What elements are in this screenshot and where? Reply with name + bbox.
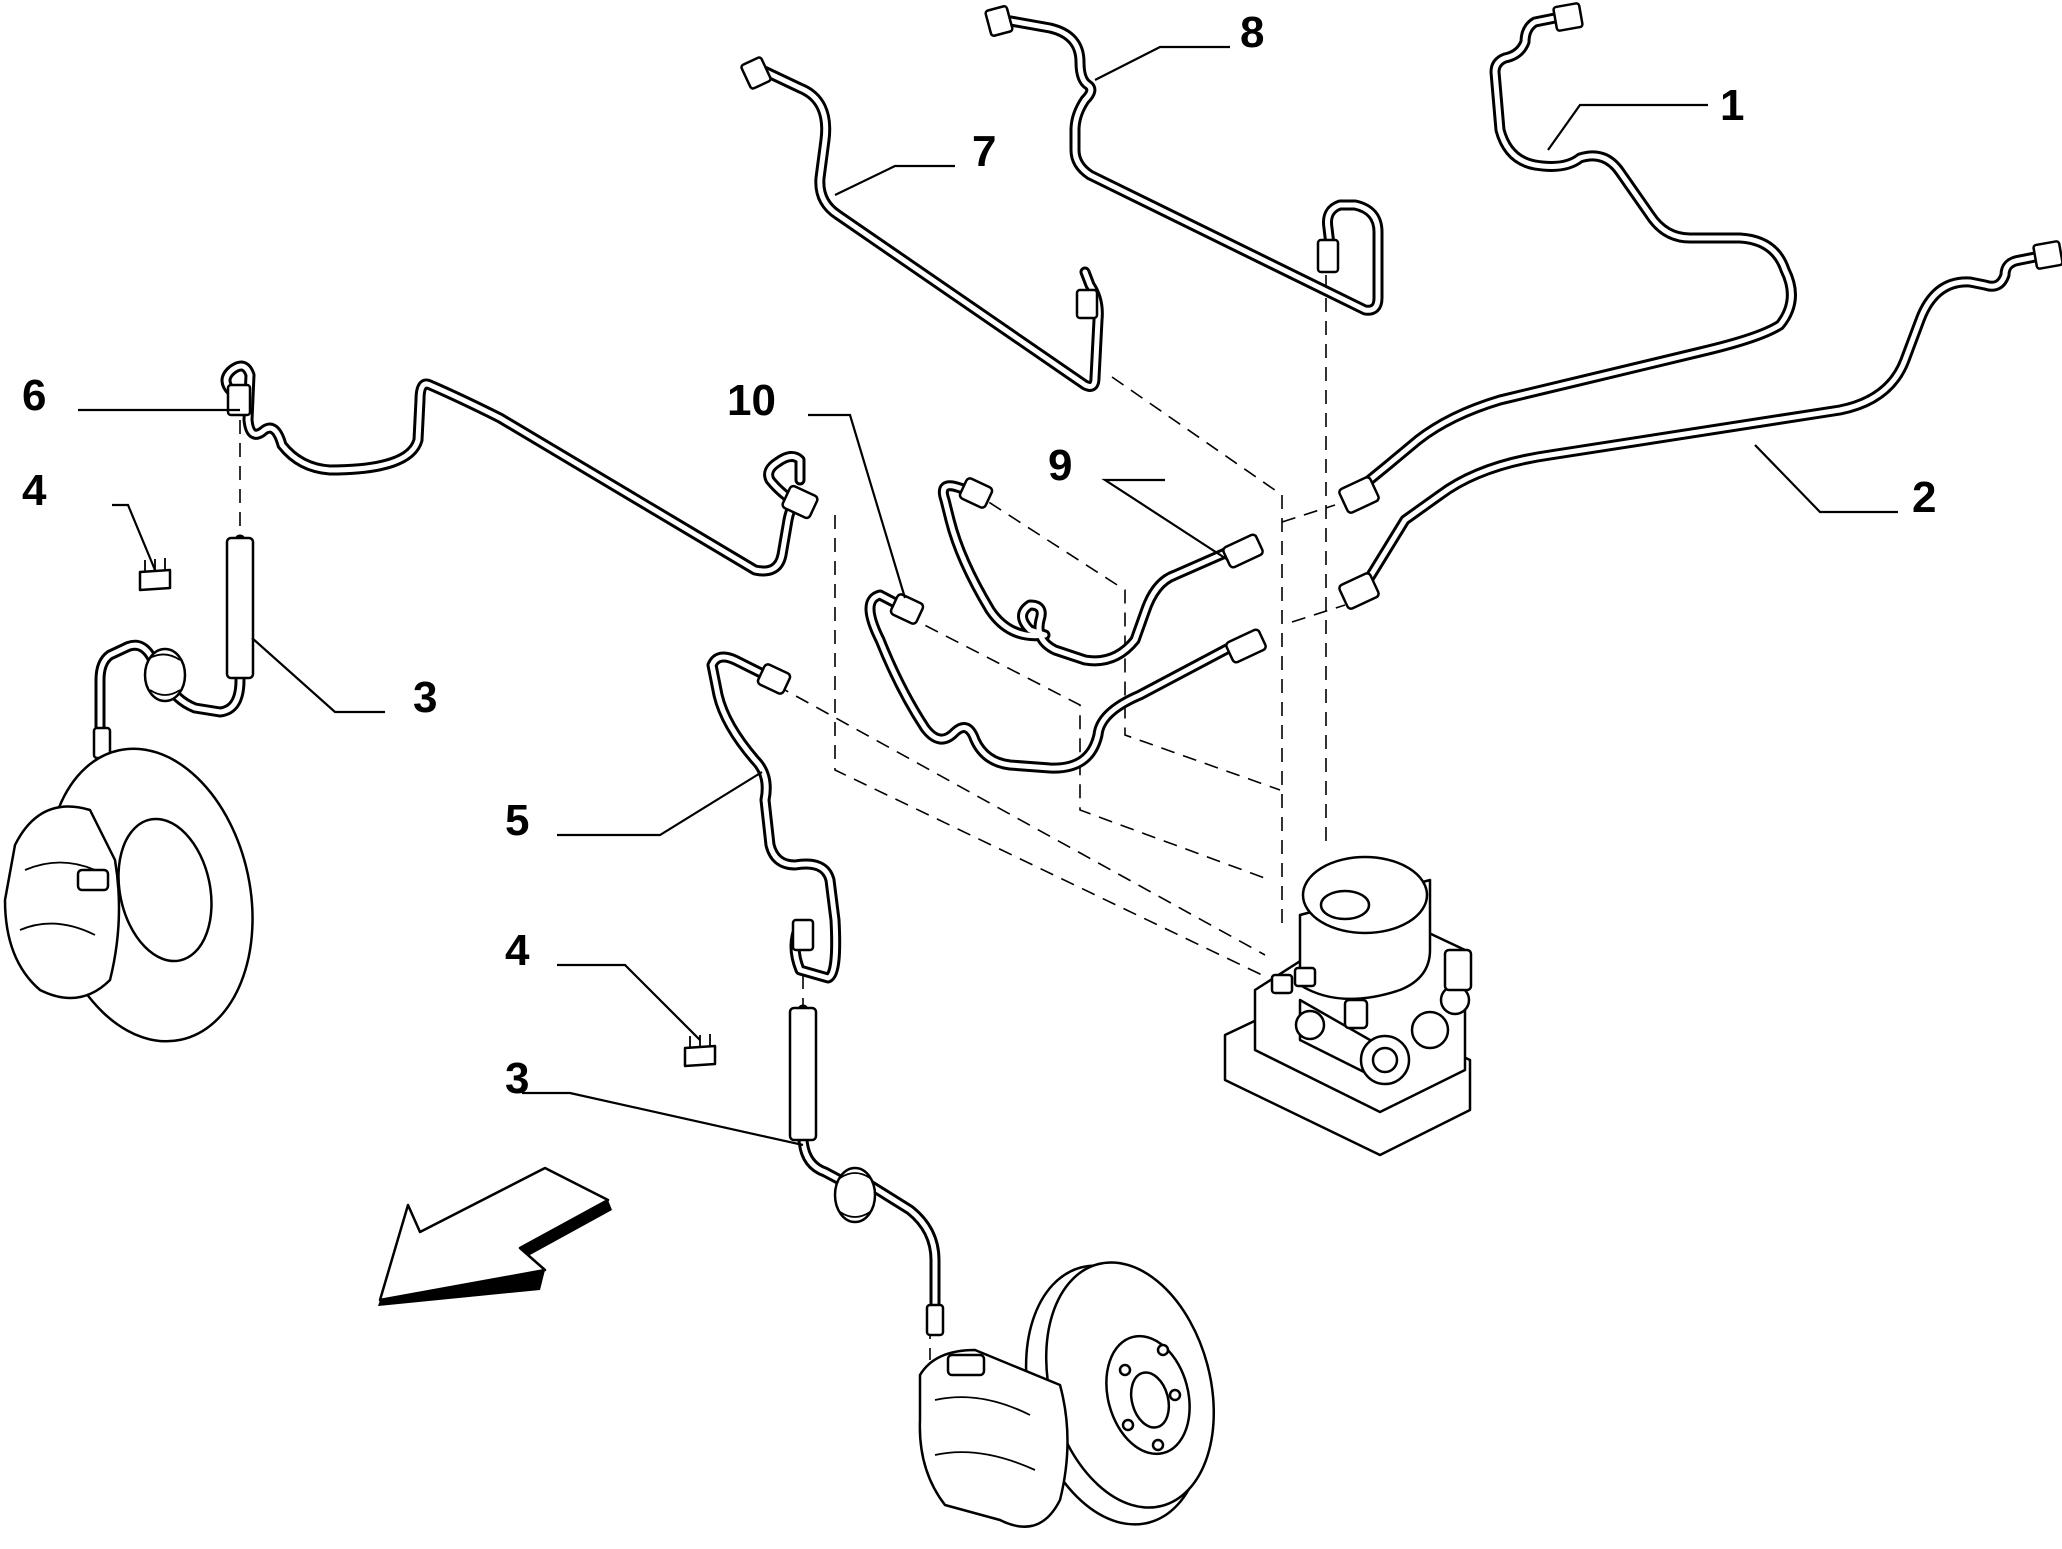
pipe-6 — [220, 360, 806, 577]
assembly-guide-lines — [107, 252, 1346, 1360]
callout-9: 9 — [1048, 441, 1072, 490]
callout-8: 8 — [1240, 8, 1264, 57]
callout-10: 10 — [727, 376, 776, 425]
callout-6: 6 — [22, 371, 46, 420]
pipe-2 — [1356, 249, 2051, 596]
pipe-1 — [1349, 11, 1797, 498]
pipe-8 — [999, 14, 1384, 316]
front-direction-arrow-icon — [378, 1166, 610, 1302]
callout-5: 5 — [505, 796, 529, 845]
clip-4-right — [683, 1034, 717, 1068]
callout-7: 7 — [972, 127, 996, 176]
pipe-7 — [756, 64, 1104, 392]
brake-disc-right — [918, 1261, 1216, 1528]
callout-labels: 1 2 3 3 4 4 5 6 7 8 9 10 — [22, 8, 1936, 1103]
pipe-fittings — [92, 2, 2062, 1337]
brake-disc-left — [3, 747, 254, 1043]
callout-3-left: 3 — [413, 673, 437, 722]
pipe-5 — [706, 651, 842, 984]
callout-4-left: 4 — [22, 466, 47, 515]
pipe-10 — [864, 589, 1246, 774]
callout-2: 2 — [1912, 473, 1936, 522]
leader-lines — [78, 45, 1898, 1147]
flex-hose-3-right — [788, 1004, 941, 1316]
pipe-9 — [937, 480, 1238, 667]
callout-1: 1 — [1720, 81, 1744, 130]
callout-4-right: 4 — [505, 926, 530, 975]
callout-3-right: 3 — [505, 1054, 529, 1103]
flex-hose-3-left — [94, 534, 255, 736]
front-direction-arrow-shadow — [378, 1200, 612, 1306]
clip-4-left — [138, 558, 172, 592]
abs-hydraulic-unit — [1223, 855, 1473, 1157]
